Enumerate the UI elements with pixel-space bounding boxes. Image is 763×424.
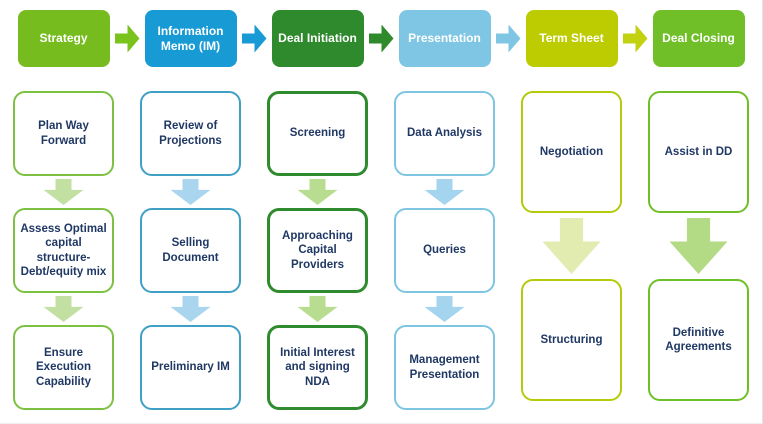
down-arrow-icon <box>542 218 601 274</box>
stage-header-label: Term Sheet <box>539 31 604 45</box>
column-strategy: Strategy Plan Way Forward Assess Optimal… <box>0 10 140 423</box>
stage-header-strategy: Strategy <box>17 10 140 67</box>
down-arrow-icon <box>170 179 211 205</box>
stage-header-label: Information Memo (IM) <box>157 23 224 53</box>
step-box-ensure-execution: Ensure Execution Capability <box>13 325 114 410</box>
stage-header-deal-closing: Deal Closing <box>652 10 745 67</box>
step-label: Approaching Capital Providers <box>282 230 353 271</box>
down-arrow-icon <box>43 179 84 205</box>
step-box-structuring: Structuring <box>521 279 622 401</box>
column-presentation: Presentation Data Analysis Queries Manag… <box>381 10 521 423</box>
stage-header-information-memo: Information Memo (IM) <box>144 10 267 67</box>
stage-header-term-sheet: Term Sheet <box>525 10 648 67</box>
step-label: Negotiation <box>539 145 604 158</box>
column-deal-closing: Deal Closing Assist in DD Definitive Agr… <box>635 10 762 423</box>
down-arrow-icon <box>669 218 728 274</box>
step-label: Selling Document <box>162 237 219 264</box>
step-label: Definitive Agreements <box>665 326 732 353</box>
step-label: Structuring <box>540 333 603 346</box>
down-arrow-icon <box>424 296 465 322</box>
step-box-initial-interest-nda: Initial Interest and signing NDA <box>267 325 368 410</box>
step-box-screening: Screening <box>267 91 368 176</box>
step-label: Review of Projections <box>159 120 222 147</box>
stage-header-label: Strategy <box>39 31 88 45</box>
step-label: Ensure Execution Capability <box>36 347 91 388</box>
step-label: Screening <box>289 127 346 140</box>
step-box-review-of-projections: Review of Projections <box>140 91 241 176</box>
column-term-sheet: Term Sheet Negotiation Structuring <box>508 10 648 423</box>
column-deal-initiation: Deal Initiation Screening Approaching Ca… <box>254 10 394 423</box>
step-box-negotiation: Negotiation <box>521 91 622 213</box>
step-label: Plan Way Forward <box>38 120 89 147</box>
stage-header-presentation: Presentation <box>398 10 521 67</box>
step-box-assist-in-dd: Assist in DD <box>648 91 749 213</box>
down-arrow-icon <box>43 296 84 322</box>
step-label: Data Analysis <box>407 127 482 140</box>
step-box-plan-way-forward: Plan Way Forward <box>13 91 114 176</box>
step-label: Preliminary IM <box>151 361 230 374</box>
step-label: Initial Interest and signing NDA <box>280 347 355 388</box>
stage-header-label: Deal Closing <box>662 31 735 45</box>
step-label: Management Presentation <box>409 354 480 381</box>
stage-header-label: Deal Initiation <box>278 31 357 45</box>
step-box-management-presentation: Management Presentation <box>394 325 495 410</box>
step-box-data-analysis: Data Analysis <box>394 91 495 176</box>
down-arrow-icon <box>297 179 338 205</box>
step-box-assess-optimal-capital: Assess Optimal capital structure- Debt/e… <box>13 208 114 293</box>
step-label: Assess Optimal capital structure- Debt/e… <box>20 223 107 278</box>
down-arrow-icon <box>297 296 338 322</box>
step-box-definitive-agreements: Definitive Agreements <box>648 279 749 401</box>
step-box-preliminary-im: Preliminary IM <box>140 325 241 410</box>
column-information-memo: Information Memo (IM) Review of Projecti… <box>127 10 267 423</box>
step-box-selling-document: Selling Document <box>140 208 241 293</box>
down-arrow-icon <box>424 179 465 205</box>
stage-header-label: Presentation <box>408 31 481 45</box>
stage-header-deal-initiation: Deal Initiation <box>271 10 394 67</box>
step-label: Assist in DD <box>664 145 733 158</box>
step-box-approaching-capital-providers: Approaching Capital Providers <box>267 208 368 293</box>
step-label: Queries <box>423 244 466 257</box>
down-arrow-icon <box>170 296 211 322</box>
step-box-queries: Queries <box>394 208 495 293</box>
